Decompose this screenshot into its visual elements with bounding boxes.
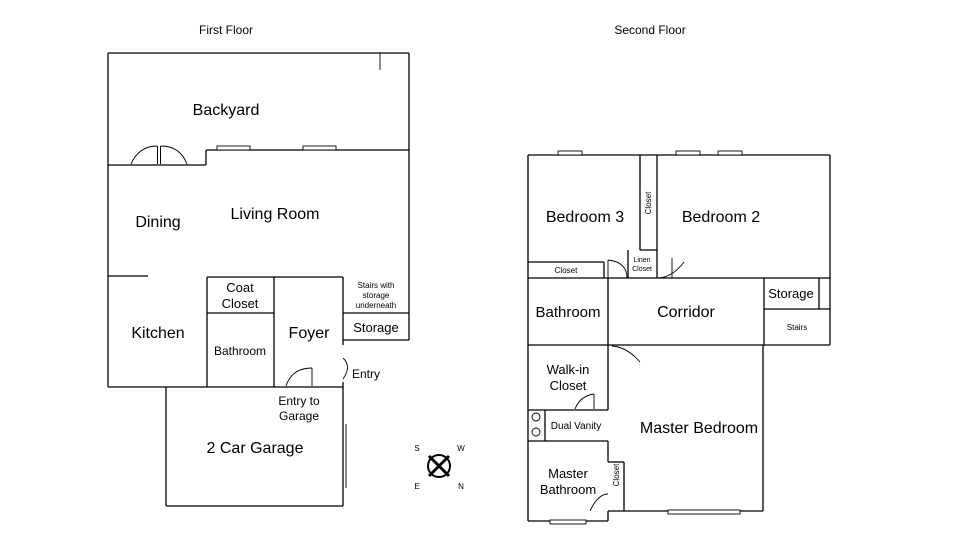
stairs-label: Stairs bbox=[787, 323, 807, 332]
master-bathroom-line2: Bathroom bbox=[540, 482, 596, 497]
window bbox=[667, 509, 741, 515]
corridor-label: Corridor bbox=[657, 304, 715, 321]
bathroom2-label: Bathroom bbox=[535, 304, 600, 321]
coat-closet-label-line2: Closet bbox=[222, 296, 259, 311]
dual-vanity-label: Dual Vanity bbox=[551, 421, 601, 432]
stairs-storage-label-line1: Stairs with bbox=[358, 281, 395, 290]
compass-n: N bbox=[458, 482, 464, 491]
linen-closet-line2: Closet bbox=[632, 266, 652, 273]
foyer-label: Foyer bbox=[289, 325, 331, 342]
first-floor-walls bbox=[107, 149, 410, 507]
backyard-double-door bbox=[130, 145, 188, 165]
linen-closet-line1: Linen bbox=[633, 257, 650, 264]
bedroom2-label: Bedroom 2 bbox=[682, 209, 760, 226]
closet-vertical-bottom-label: Closet bbox=[612, 463, 621, 486]
compass-e: E bbox=[414, 482, 419, 491]
walk-in-closet-line1: Walk-in bbox=[547, 362, 590, 377]
stairs-storage-label-line2: storage bbox=[363, 291, 390, 300]
garage-entry-door bbox=[285, 367, 313, 387]
bedroom3-label: Bedroom 3 bbox=[546, 209, 624, 226]
entry-to-garage-line2: Garage bbox=[279, 409, 319, 423]
kitchen-label: Kitchen bbox=[131, 325, 184, 342]
walk-in-closet-line2: Closet bbox=[550, 378, 587, 393]
master-bathroom-line1: Master bbox=[548, 466, 588, 481]
stairs-storage-label-line3: underneath bbox=[356, 301, 396, 310]
entry-label: Entry bbox=[352, 367, 380, 381]
master-bedroom-label: Master Bedroom bbox=[640, 420, 758, 437]
closet-vertical-top-label: Closet bbox=[644, 191, 653, 214]
sink-icon bbox=[531, 427, 541, 437]
bathroom-label: Bathroom bbox=[214, 344, 266, 358]
first-floor-title: First Floor bbox=[199, 23, 253, 37]
window bbox=[557, 150, 583, 156]
window bbox=[675, 150, 701, 156]
second-floor-title: Second Floor bbox=[614, 23, 685, 37]
compass-w: W bbox=[457, 444, 465, 453]
sink-icon bbox=[531, 412, 541, 422]
window bbox=[717, 150, 743, 156]
garage-label: 2 Car Garage bbox=[207, 440, 304, 457]
backyard-label: Backyard bbox=[193, 102, 260, 119]
second-floor-doors bbox=[574, 258, 685, 512]
entry-to-garage-line1: Entry to bbox=[278, 394, 320, 408]
coat-closet-label-line1: Coat bbox=[226, 280, 254, 295]
window bbox=[302, 145, 337, 151]
storage2-label: Storage bbox=[768, 286, 814, 301]
second-floor: Second Floor bbox=[527, 23, 831, 525]
storage-label: Storage bbox=[353, 320, 399, 335]
dining-label: Dining bbox=[135, 214, 180, 231]
compass-s: S bbox=[414, 444, 419, 453]
backyard-area bbox=[107, 52, 410, 165]
first-floor: First Floor bbox=[107, 23, 410, 507]
closet-horizontal-label: Closet bbox=[555, 266, 578, 275]
window bbox=[549, 519, 587, 525]
compass-icon: S W E N bbox=[414, 444, 465, 491]
living-room-label: Living Room bbox=[231, 206, 320, 223]
entry-door bbox=[342, 357, 348, 380]
window bbox=[216, 145, 251, 151]
